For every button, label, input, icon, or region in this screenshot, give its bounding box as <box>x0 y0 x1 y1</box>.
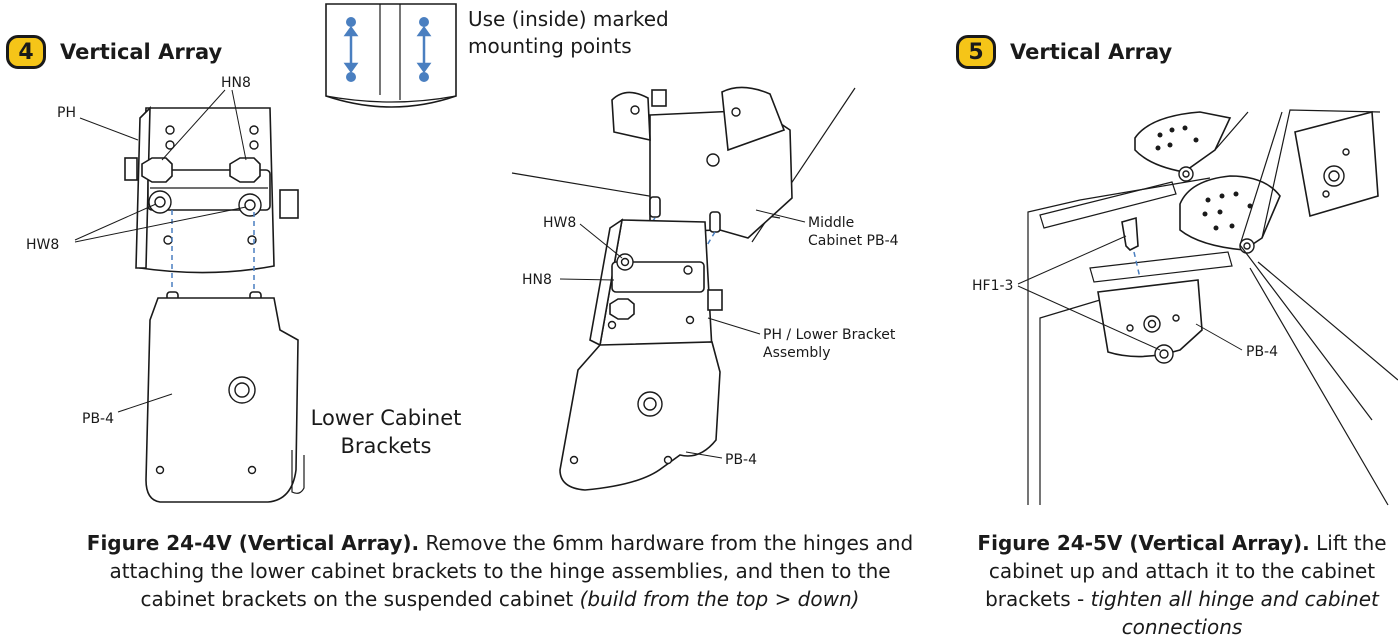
step-4-badge: 4 <box>6 35 46 69</box>
caption-right-figure-title: Figure 24-5V (Vertical Array). <box>977 531 1310 555</box>
step-4-title: Vertical Array <box>60 40 223 64</box>
middle-hinge-and-bracket-drawing <box>559 218 723 491</box>
label-middle-cabinet-line-1: Middle <box>808 215 855 231</box>
label-middle-cabinet: Middle Cabinet PB-4 <box>808 214 899 250</box>
inset-note-line-1: Use (inside) marked <box>468 7 669 31</box>
caption-right-italic-1: tighten all hinge and cabinet <box>1090 587 1379 611</box>
caption-left-figure-title: Figure 24-4V (Vertical Array). <box>86 531 420 555</box>
inset-note-line-2: mounting points <box>468 34 632 58</box>
label-hf1-3: HF1-3 <box>972 278 1014 294</box>
figure-24-4v-caption: Figure 24-4V (Vertical Array). Remove th… <box>60 529 940 613</box>
step4-hinge-assembly-drawing <box>124 106 299 290</box>
label-ph-lower-bracket: PH / Lower Bracket Assembly <box>763 326 895 362</box>
inset-note: Use (inside) marked mounting points <box>468 6 669 60</box>
step-5-title: Vertical Array <box>1010 40 1173 64</box>
label-hn8-left: HN8 <box>221 75 251 91</box>
middle-suspended-cabinet-drawing <box>511 86 856 266</box>
label-hn8-mid: HN8 <box>522 272 552 288</box>
label-ph-lower-line-2: Assembly <box>763 345 831 361</box>
step-4-number: 4 <box>18 39 34 65</box>
inset-mounting-points-drawing <box>325 3 457 108</box>
caption-right-line-2: cabinet up and attach it to the cabinet <box>988 559 1376 583</box>
label-middle-cabinet-line-2: Cabinet PB-4 <box>808 233 899 249</box>
label-pb4-mid: PB-4 <box>725 452 758 468</box>
caption-right-line-1: Figure 24-5V (Vertical Array). Lift the <box>966 529 1398 557</box>
caption-right-text-1: Lift the <box>1309 531 1387 555</box>
label-ph-lower-line-1: PH / Lower Bracket <box>763 327 896 343</box>
step-5-number: 5 <box>968 39 984 65</box>
step4-lower-bracket-drawing <box>145 291 305 503</box>
leader-lines <box>74 89 1243 459</box>
caption-right-line-3: brackets - tighten all hinge and cabinet <box>966 585 1398 613</box>
step-5-badge: 5 <box>956 35 996 69</box>
label-ph: PH <box>57 105 76 121</box>
caption-right-text-3: brackets - <box>985 587 1091 611</box>
figure-24-5v-caption: Figure 24-5V (Vertical Array). Lift the … <box>966 529 1398 641</box>
lower-cabinet-brackets-label: Lower Cabinet Brackets <box>306 404 466 460</box>
caption-right-italic-2: connections <box>1121 615 1243 639</box>
caption-left-text-1: Remove the 6mm hardware from the hinges … <box>419 531 914 555</box>
caption-left-text-3: cabinet brackets on the suspended cabine… <box>140 587 580 611</box>
caption-left-line-2: attaching the lower cabinet brackets to … <box>109 559 891 583</box>
label-hw8-left: HW8 <box>26 237 60 253</box>
label-hw8-mid: HW8 <box>543 215 577 231</box>
label-pb4-right: PB-4 <box>1246 344 1279 360</box>
caption-left-line-3: cabinet brackets on the suspended cabine… <box>60 585 940 613</box>
caption-left-italic: (build from the top > down) <box>579 587 860 611</box>
lower-cabinet-line-2: Brackets <box>340 434 432 458</box>
lower-cabinet-line-1: Lower Cabinet <box>310 406 462 430</box>
caption-right-line-4: connections <box>966 613 1398 641</box>
caption-left-line-1: Figure 24-4V (Vertical Array). Remove th… <box>60 529 940 557</box>
label-pb4-left: PB-4 <box>82 411 115 427</box>
step5-cabinet-drawing <box>1027 109 1398 506</box>
